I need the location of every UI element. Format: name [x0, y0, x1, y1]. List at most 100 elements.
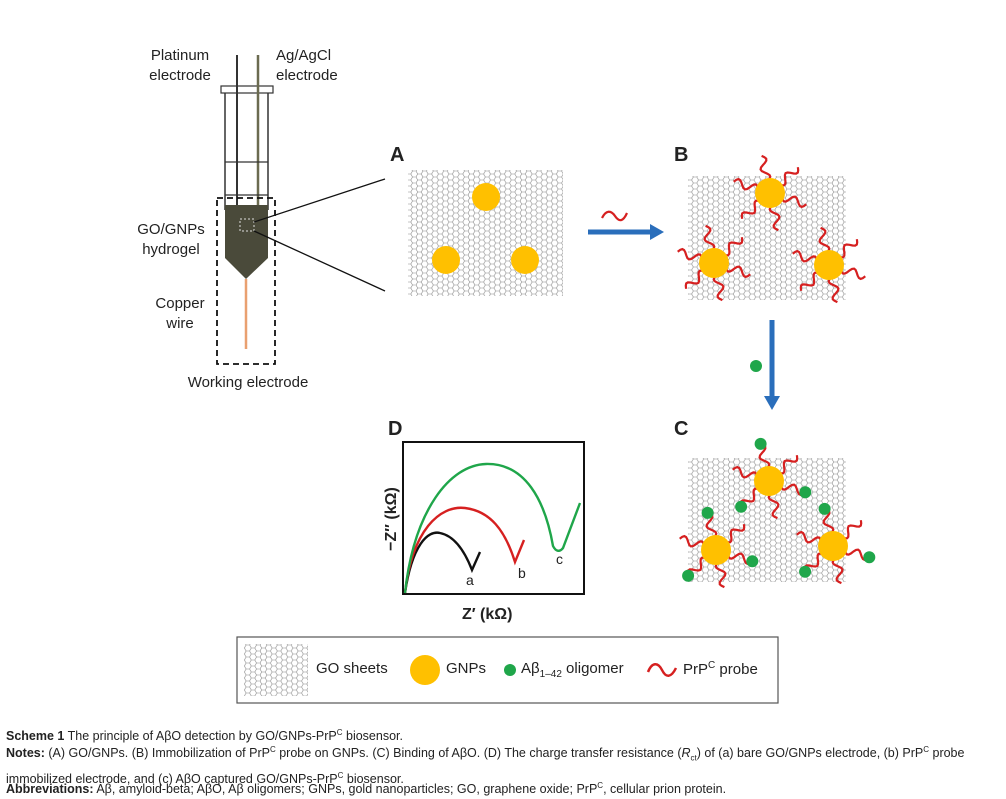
- legend-go-label: GO sheets: [316, 660, 388, 677]
- gnp: [432, 246, 460, 274]
- curve-a-label: a: [466, 572, 474, 588]
- plot-d-ylabel: −Z″ (kΩ): [383, 487, 400, 551]
- ab-oligomer: [682, 569, 695, 582]
- prp-legend-icon: [646, 663, 678, 677]
- ab-oligomer: [735, 500, 748, 513]
- copper-label-line1: Copper: [155, 295, 205, 312]
- prp-probe: [724, 524, 746, 544]
- prp-probe: [839, 267, 866, 281]
- caption-notes-2: probe on GNPs. (C) Binding of AβO. (D) T…: [275, 746, 682, 761]
- prp-probe: [703, 224, 716, 253]
- panel-b-drawing: [677, 154, 866, 304]
- gnp: [701, 535, 731, 565]
- gnp: [814, 250, 844, 280]
- legend-prp-pre: PrP: [683, 661, 709, 678]
- panel-letter-a: A: [390, 144, 405, 166]
- prp-probe: [722, 237, 744, 257]
- caption-notes-3: ) of (a) bare GO/GNPs electrode, (b) PrP: [696, 746, 924, 761]
- prp-probe: [712, 273, 725, 302]
- legend-prp-post: probe: [715, 661, 758, 678]
- caption-abbr-2: , cellular prion protein.: [603, 782, 727, 797]
- zoom-square: [239, 218, 255, 232]
- caption-notes-4: probe immobilized electrode, and (c) AβO…: [6, 746, 965, 786]
- ab-oligomer: [746, 555, 759, 568]
- caption-scheme-text: The principle of AβO detection by GO/GNP…: [67, 729, 337, 744]
- caption-scheme-label: Scheme 1: [6, 729, 65, 744]
- caption-notes-r: R: [681, 746, 691, 761]
- working-electrode-label: Working electrode: [187, 374, 309, 391]
- prp-probe: [818, 226, 831, 255]
- caption-notes-sup3: C: [337, 770, 344, 780]
- agcl-label-line2: electrode: [276, 67, 338, 84]
- caption-abbreviations: Abbreviations: Aβ, amyloid-beta; AβO, Aβ…: [6, 777, 1001, 798]
- ab-oligomer: [799, 565, 812, 578]
- prp-probe: [841, 520, 863, 540]
- caption-scheme-end: biosensor.: [342, 729, 403, 744]
- prp-probe: [827, 275, 840, 304]
- prp-probe: [714, 560, 727, 589]
- ab-oligomer-icon: [750, 360, 762, 372]
- electrode-cap: [220, 85, 274, 94]
- prp-probe: [796, 530, 823, 544]
- caption-scheme: Scheme 1 The principle of AβO detection …: [6, 724, 1001, 745]
- gnp: [754, 466, 784, 496]
- prp-probe: [679, 534, 706, 548]
- panel-d-plot: [402, 441, 585, 595]
- ab-oligomer: [818, 502, 831, 515]
- gnp: [472, 183, 500, 211]
- prp-probe: [684, 269, 706, 289]
- caption-notes-sup2: C: [923, 745, 930, 754]
- legend-drawing: [236, 636, 779, 704]
- curve-b: [403, 506, 526, 594]
- electrode-drawing: [216, 55, 386, 365]
- copper-label-line2: wire: [166, 315, 194, 332]
- platinum-label-line1: Platinum: [150, 47, 210, 64]
- gnp: [755, 178, 785, 208]
- hydrogel-label-line2: hydrogel: [142, 241, 200, 258]
- legend-ab-post: oligomer: [561, 660, 624, 677]
- caption-notes-5: biosensor.: [343, 771, 404, 786]
- legend-ab-sub: 1–42: [539, 669, 562, 680]
- prp-probe: [768, 203, 781, 232]
- prp-probe: [733, 177, 760, 191]
- hydrogel-label: GO/GNPs hydrogel: [126, 220, 216, 260]
- caption-abbr-sup: C: [597, 781, 604, 790]
- caption-notes-sup1: C: [269, 745, 276, 754]
- hydrogel-body: [225, 205, 268, 279]
- prp-probe: [831, 556, 844, 585]
- gnp: [699, 248, 729, 278]
- prp-probe: [759, 154, 772, 183]
- caption-scheme-sup: C: [336, 728, 343, 737]
- ab-oligomer: [799, 486, 812, 499]
- plot-d-xlabel: Z′ (kΩ): [462, 606, 513, 623]
- curve-c-label: c: [556, 551, 563, 567]
- plot-frame: [402, 441, 585, 595]
- caption-abbr-label: Abbreviations:: [6, 782, 94, 797]
- legend-prp-label: PrPC probe: [683, 660, 758, 678]
- platinum-label-line2: electrode: [149, 67, 211, 84]
- working-electrode-box: [216, 197, 276, 365]
- go-sheets-icon: [244, 644, 308, 696]
- prp-probe: [837, 239, 859, 259]
- legend-prp-sup: C: [708, 660, 716, 671]
- ab-oligomer: [863, 551, 876, 564]
- copper-label: Copper wire: [140, 294, 220, 334]
- curve-c: [403, 462, 582, 594]
- prp-probe: [677, 247, 704, 261]
- curve-a: [403, 531, 482, 594]
- panel-letter-b: B: [674, 144, 689, 166]
- prp-probe: [740, 199, 762, 219]
- oligomer-legend-icon: [504, 664, 516, 676]
- prp-probe-icon: [601, 210, 629, 222]
- panel-letter-d: D: [388, 418, 403, 440]
- prp-probe: [780, 195, 807, 209]
- caption-abbr-1: Aβ, amyloid-beta; AβO, Aβ oligomers; GNP…: [96, 782, 598, 797]
- caption-notes-rsub: ct: [690, 753, 697, 763]
- arrow-b-to-c: [750, 320, 780, 410]
- arrow-a-to-b: [588, 210, 664, 240]
- panel-letter-c: C: [674, 418, 689, 440]
- prp-probe: [792, 249, 819, 263]
- caption-notes-label: Notes:: [6, 746, 45, 761]
- agcl-label: Ag/AgCl electrode: [276, 46, 356, 86]
